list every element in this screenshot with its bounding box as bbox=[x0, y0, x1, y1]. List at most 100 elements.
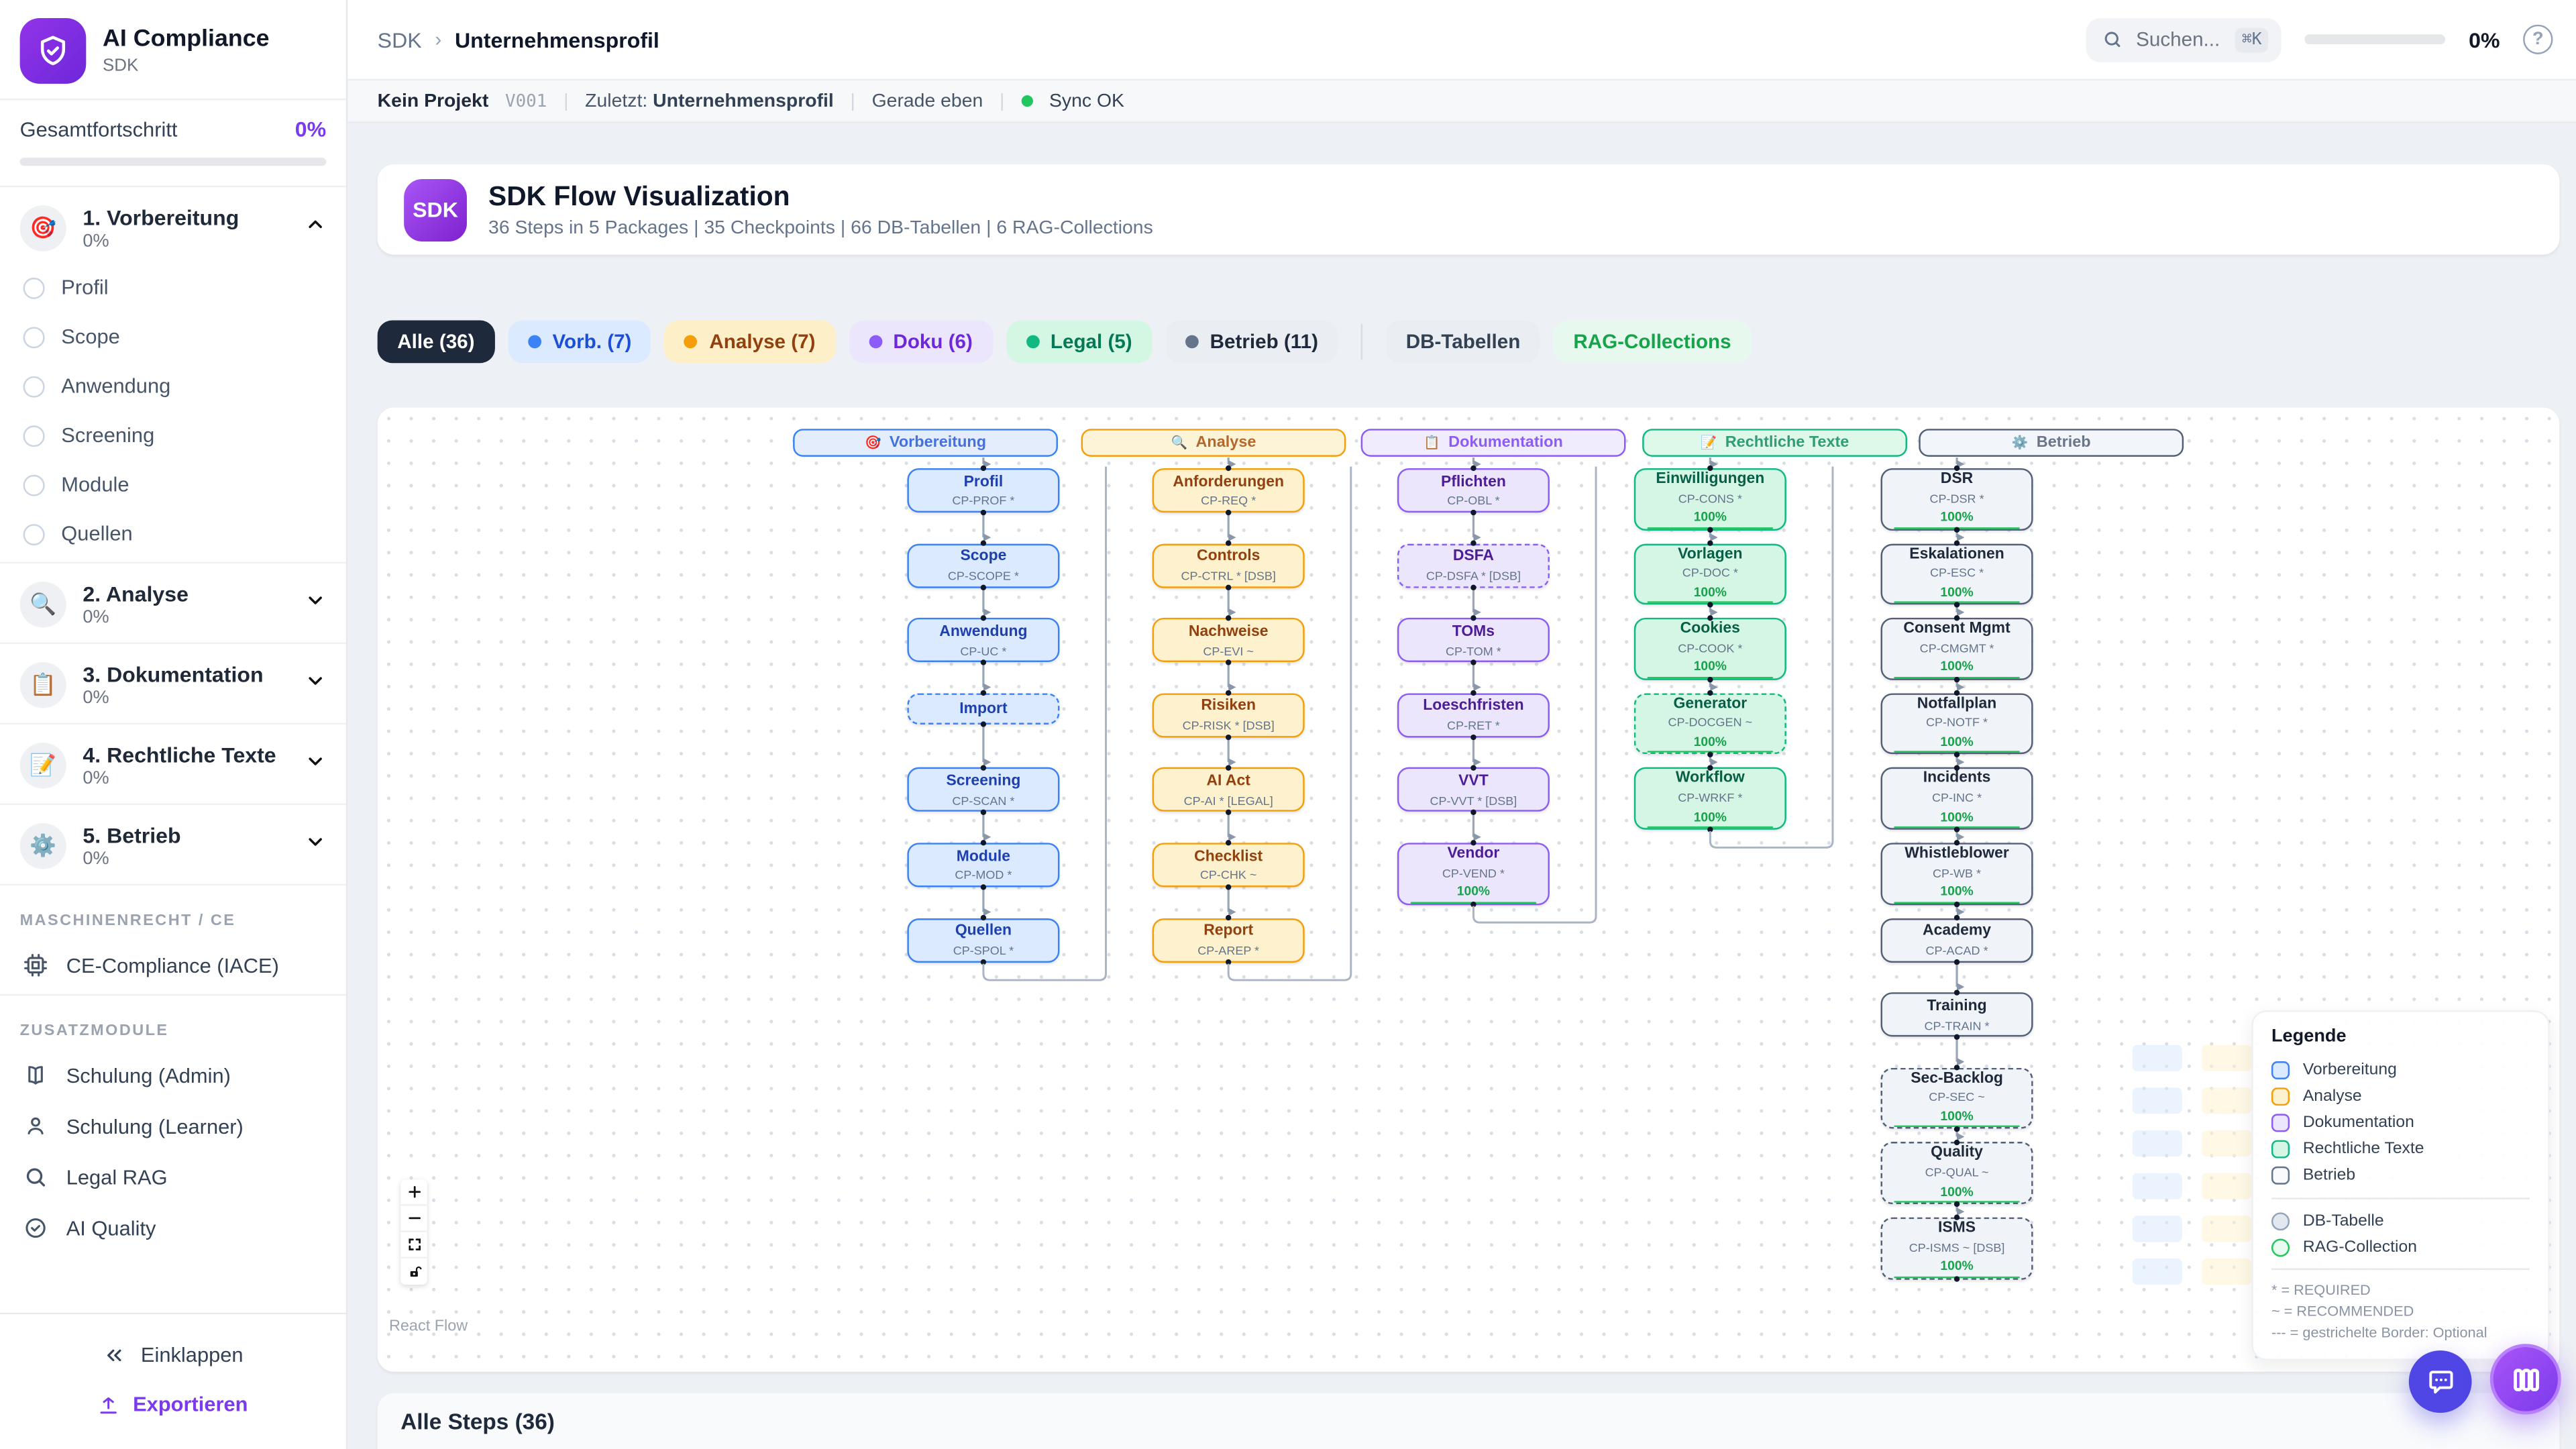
search-input[interactable]: Suchen... ⌘K bbox=[2086, 17, 2282, 62]
chip-label: Vorb. (7) bbox=[552, 330, 632, 354]
status-bar: Kein Projekt V001 | Zuletzt: Unternehmen… bbox=[347, 78, 2576, 123]
flow-group-header-rechtliche-texte[interactable]: 📝Rechtliche Texte bbox=[1642, 429, 1908, 457]
legend-item-db-tabelle: DB-Tabelle bbox=[2271, 1208, 2530, 1234]
filter-chip-legal-5-[interactable]: Legal (5) bbox=[1006, 320, 1152, 364]
sidebar-item-ai-quality[interactable]: AI Quality bbox=[0, 1203, 346, 1254]
section-emoji-icon: 📋 bbox=[19, 661, 66, 708]
sidebar-item-schulung-learner-[interactable]: Schulung (Learner) bbox=[0, 1101, 346, 1152]
sidebar-item-scope[interactable]: Scope bbox=[0, 312, 346, 361]
chip-dot-icon bbox=[684, 335, 698, 349]
sidebar-item-ce-compliance[interactable]: CE-Compliance (IACE) bbox=[0, 940, 346, 991]
filter-chip-db-tabellen[interactable]: DB-Tabellen bbox=[1386, 320, 1540, 364]
section-label: 1. Vorbereitung bbox=[83, 205, 239, 230]
flow-group-header-vorbereitung[interactable]: 🎯Vorbereitung bbox=[793, 429, 1058, 457]
sidebar-item-screening[interactable]: Screening bbox=[0, 411, 346, 460]
filter-chip-rag-collections[interactable]: RAG-Collections bbox=[1553, 320, 1752, 364]
zoom-out-button[interactable] bbox=[400, 1206, 427, 1232]
filter-chip-analyse-7-[interactable]: Analyse (7) bbox=[664, 320, 836, 364]
legend-swatch-icon bbox=[2271, 1061, 2290, 1079]
flow-group-header-dokumentation[interactable]: 📋Dokumentation bbox=[1360, 429, 1626, 457]
chat-fab-button[interactable] bbox=[2408, 1350, 2472, 1413]
sidebar-item-label: Screening bbox=[61, 423, 155, 447]
steps-list-title: Alle Steps (36) bbox=[377, 1393, 2560, 1449]
fit-view-button[interactable] bbox=[400, 1232, 427, 1258]
section-emoji-icon: 🎯 bbox=[19, 205, 66, 252]
filter-chip-alle-36-[interactable]: Alle (36) bbox=[377, 320, 495, 364]
columns-fab-button[interactable] bbox=[2489, 1344, 2561, 1415]
help-icon[interactable]: ? bbox=[2523, 24, 2553, 54]
collapse-sidebar-button[interactable]: Einklappen bbox=[0, 1331, 346, 1380]
section-emoji-icon: 📝 bbox=[19, 742, 66, 789]
sidebar-item-schulung-admin-[interactable]: Schulung (Admin) bbox=[0, 1050, 346, 1101]
filter-chip-betrieb-11-[interactable]: Betrieb (11) bbox=[1165, 320, 1338, 364]
legend-item-dokumentation: Dokumentation bbox=[2271, 1110, 2530, 1136]
export-button[interactable]: Exportieren bbox=[0, 1380, 346, 1429]
step-status-circle-icon bbox=[23, 523, 45, 545]
chip-label: Alle (36) bbox=[397, 330, 475, 354]
filter-chip-vorb-7-[interactable]: Vorb. (7) bbox=[507, 320, 652, 364]
filter-chip-doku-6-[interactable]: Doku (6) bbox=[848, 320, 993, 364]
sidebar-item-quellen[interactable]: Quellen bbox=[0, 509, 346, 558]
step-status-circle-icon bbox=[23, 326, 45, 347]
cpu-icon bbox=[24, 953, 48, 977]
chevron-down-icon bbox=[305, 670, 326, 700]
sidebar-item-module[interactable]: Module bbox=[0, 460, 346, 509]
zoom-in-button[interactable] bbox=[400, 1179, 427, 1206]
sdk-badge: SDK bbox=[404, 178, 467, 241]
flow-group-header-analyse[interactable]: 🔍Analyse bbox=[1081, 429, 1346, 457]
header-progress-bar bbox=[2304, 34, 2446, 45]
flow-group-header-betrieb[interactable]: ⚙️Betrieb bbox=[1919, 429, 2184, 457]
flow-node-import[interactable]: Import bbox=[907, 692, 1060, 724]
sidebar-item-profil[interactable]: Profil bbox=[0, 263, 346, 312]
lock-button[interactable] bbox=[400, 1258, 427, 1285]
section-emoji-icon: ⚙️ bbox=[19, 822, 66, 869]
sidebar: AI Compliance SDK Gesamtfortschritt 0% 🎯… bbox=[0, 0, 348, 1449]
chip-label: Betrieb (11) bbox=[1210, 330, 1318, 354]
breadcrumb-sdk[interactable]: SDK bbox=[377, 27, 422, 52]
sidebar-item-legal-rag[interactable]: Legal RAG bbox=[0, 1152, 346, 1203]
chip-dot-icon bbox=[1185, 335, 1199, 349]
sidebar-item-anwendung[interactable]: Anwendung bbox=[0, 362, 346, 411]
